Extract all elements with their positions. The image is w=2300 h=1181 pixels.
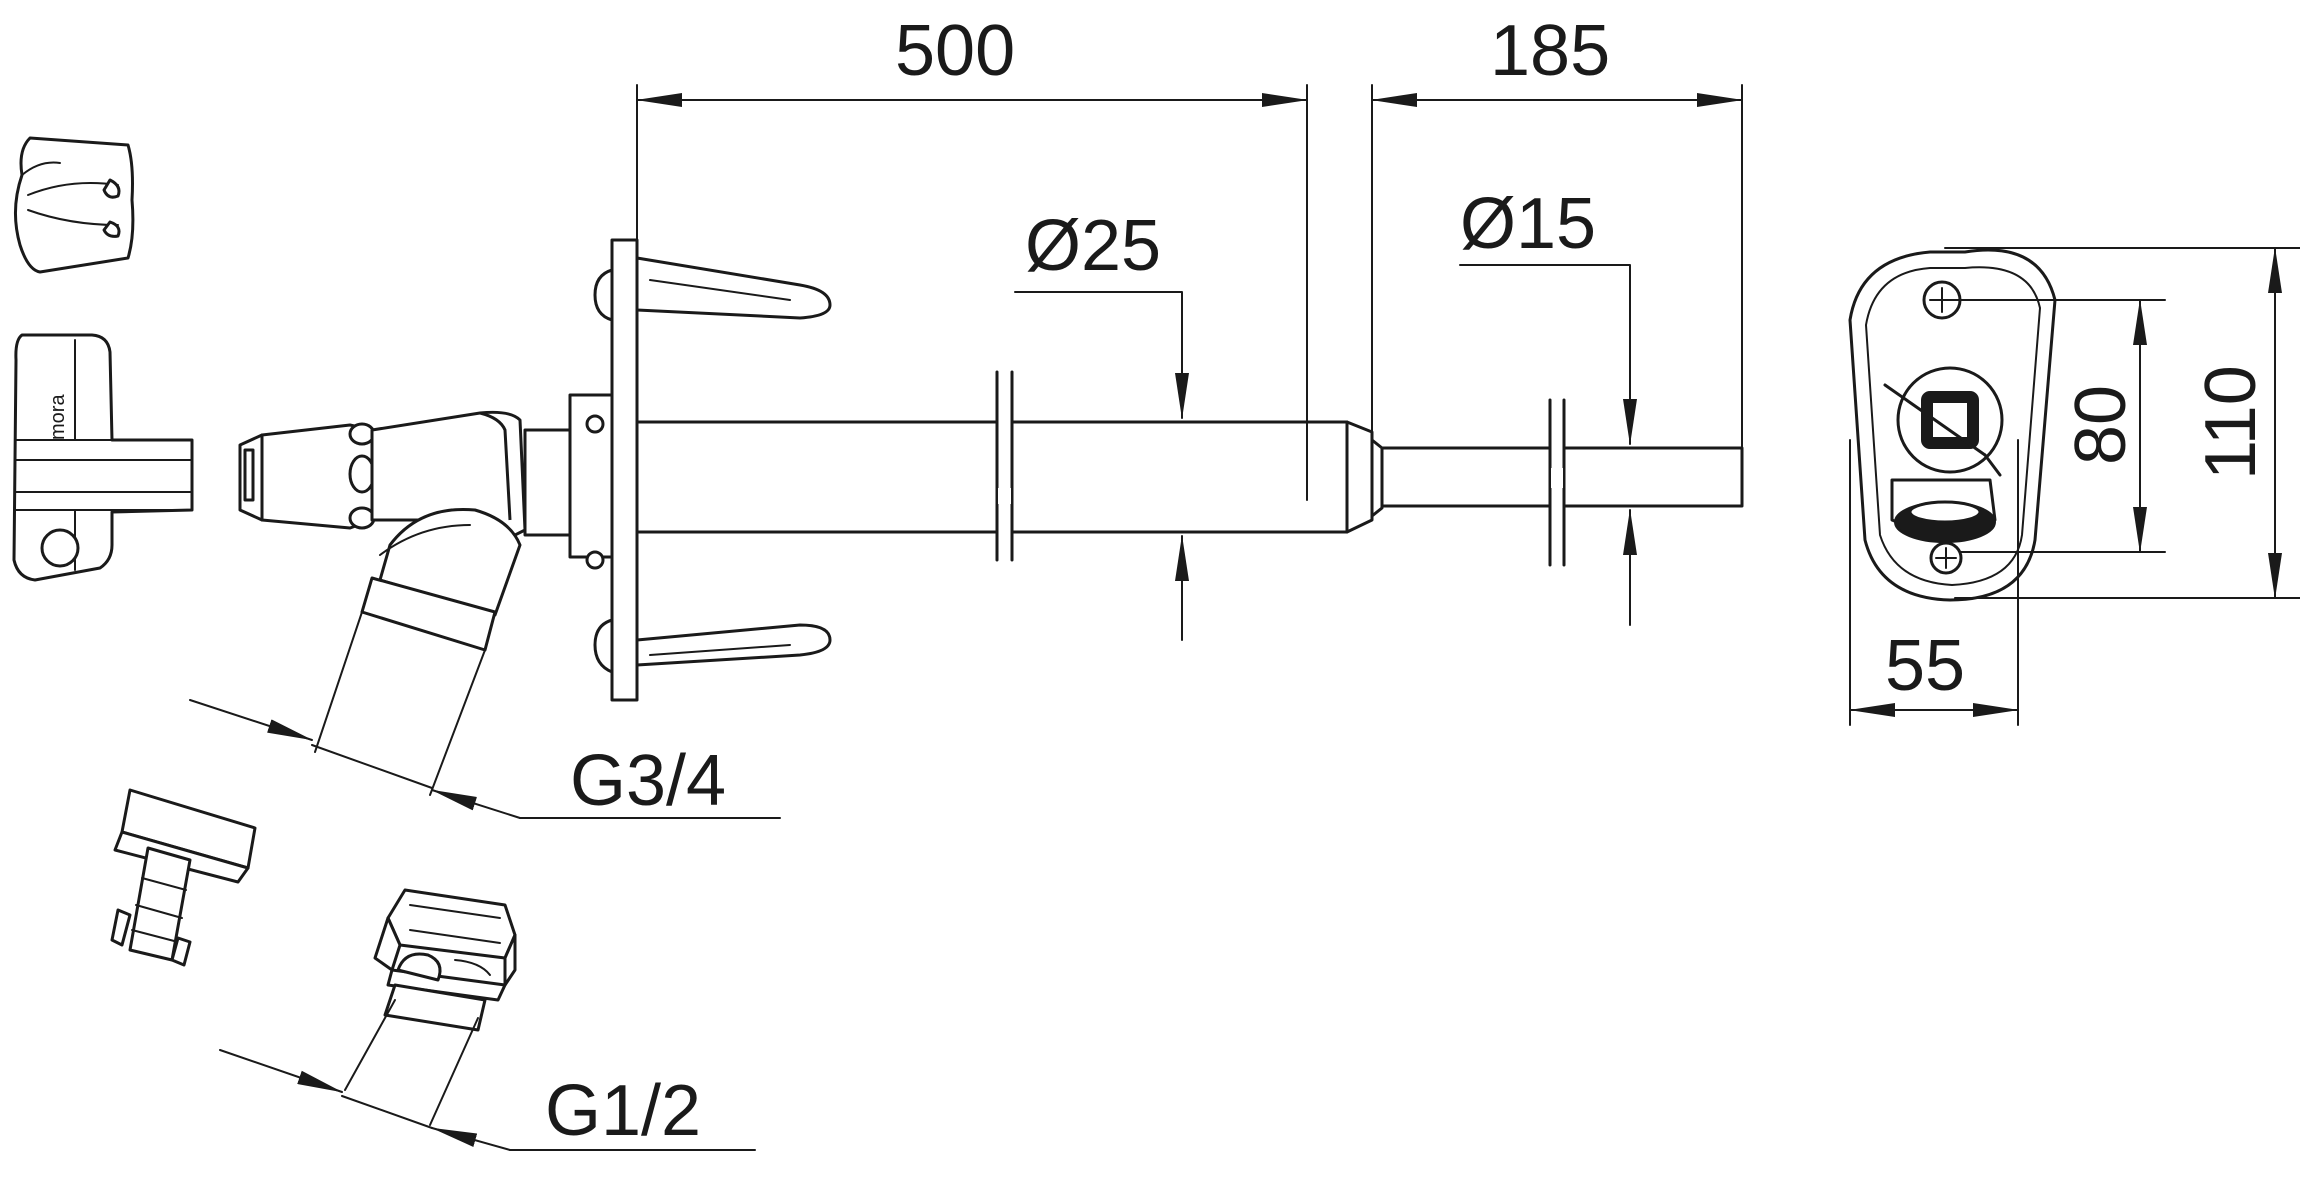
hose-adapter-tailpiece <box>110 788 257 967</box>
dimension-diameter-15: Ø15 <box>1459 184 1637 626</box>
thread-g12-label: G1/2 <box>545 1071 701 1151</box>
thread-g34-callout: G3/4 <box>189 611 781 821</box>
dimension-55-label: 55 <box>1885 626 1965 706</box>
dimension-diameter-25: Ø25 <box>1014 206 1189 641</box>
wall-plate-front-view <box>1848 248 2057 602</box>
diameter-25-label: Ø25 <box>1025 206 1161 286</box>
hose-adapter-nut <box>373 888 517 1032</box>
dimension-80-label: 80 <box>2061 385 2141 465</box>
dimension-80: 80 <box>1941 299 2166 553</box>
faucet-body-side-view <box>238 238 1744 702</box>
dimension-500-label: 500 <box>895 11 1015 91</box>
dimension-110: 110 <box>1944 247 2300 599</box>
dimension-500: 500 <box>636 11 1308 501</box>
thread-g34-label: G3/4 <box>570 741 726 821</box>
brand-label: mora <box>47 394 69 440</box>
diameter-15-label: Ø15 <box>1460 184 1596 264</box>
thread-g12-callout: G1/2 <box>219 999 756 1151</box>
handle-grip-top-view <box>13 136 135 274</box>
dimension-110-label: 110 <box>2191 365 2271 480</box>
dimension-55: 55 <box>1849 439 2019 726</box>
handle-mora-key: mora <box>12 333 194 582</box>
dimension-185-label: 185 <box>1490 11 1610 91</box>
dimension-185: 185 <box>1371 11 1743 449</box>
